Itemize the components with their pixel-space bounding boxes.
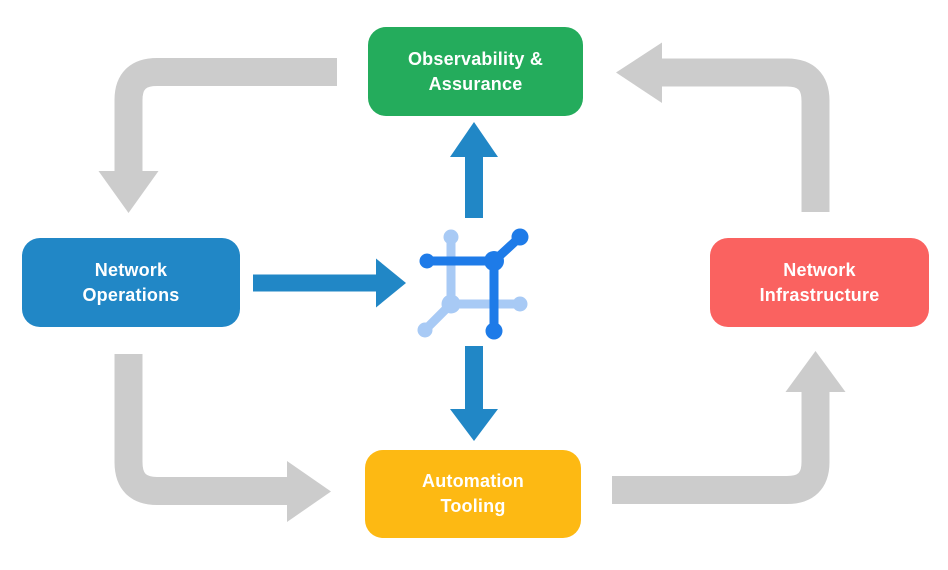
network-fabric-icon bbox=[417, 228, 529, 340]
arrow-operations-to-tooling bbox=[114, 354, 331, 522]
node-observability-assurance-label: Observability & Assurance bbox=[407, 48, 544, 94]
node-network-infrastructure-label: Network Infrastructure bbox=[759, 259, 880, 305]
arrow-center-to-tooling bbox=[450, 346, 498, 441]
node-automation-tooling: Automation Tooling bbox=[365, 450, 581, 538]
arrow-tooling-to-infrastructure bbox=[612, 351, 846, 504]
node-network-infrastructure: Network Infrastructure bbox=[710, 238, 929, 327]
arrow-operations-to-center bbox=[253, 258, 406, 308]
node-automation-tooling-label: Automation Tooling bbox=[422, 471, 524, 516]
arrow-infrastructure-to-observability bbox=[616, 42, 830, 212]
network-fabric-icon-dark-part bbox=[419, 228, 529, 340]
node-network-operations-label: Network Operations bbox=[82, 259, 180, 305]
arrow-observability-to-operations bbox=[98, 58, 337, 213]
network-fabric-icon-light-part bbox=[417, 229, 528, 338]
node-observability-assurance: Observability & Assurance bbox=[368, 27, 583, 116]
node-network-operations: Network Operations bbox=[22, 238, 240, 327]
arrow-center-to-observability bbox=[450, 122, 498, 218]
